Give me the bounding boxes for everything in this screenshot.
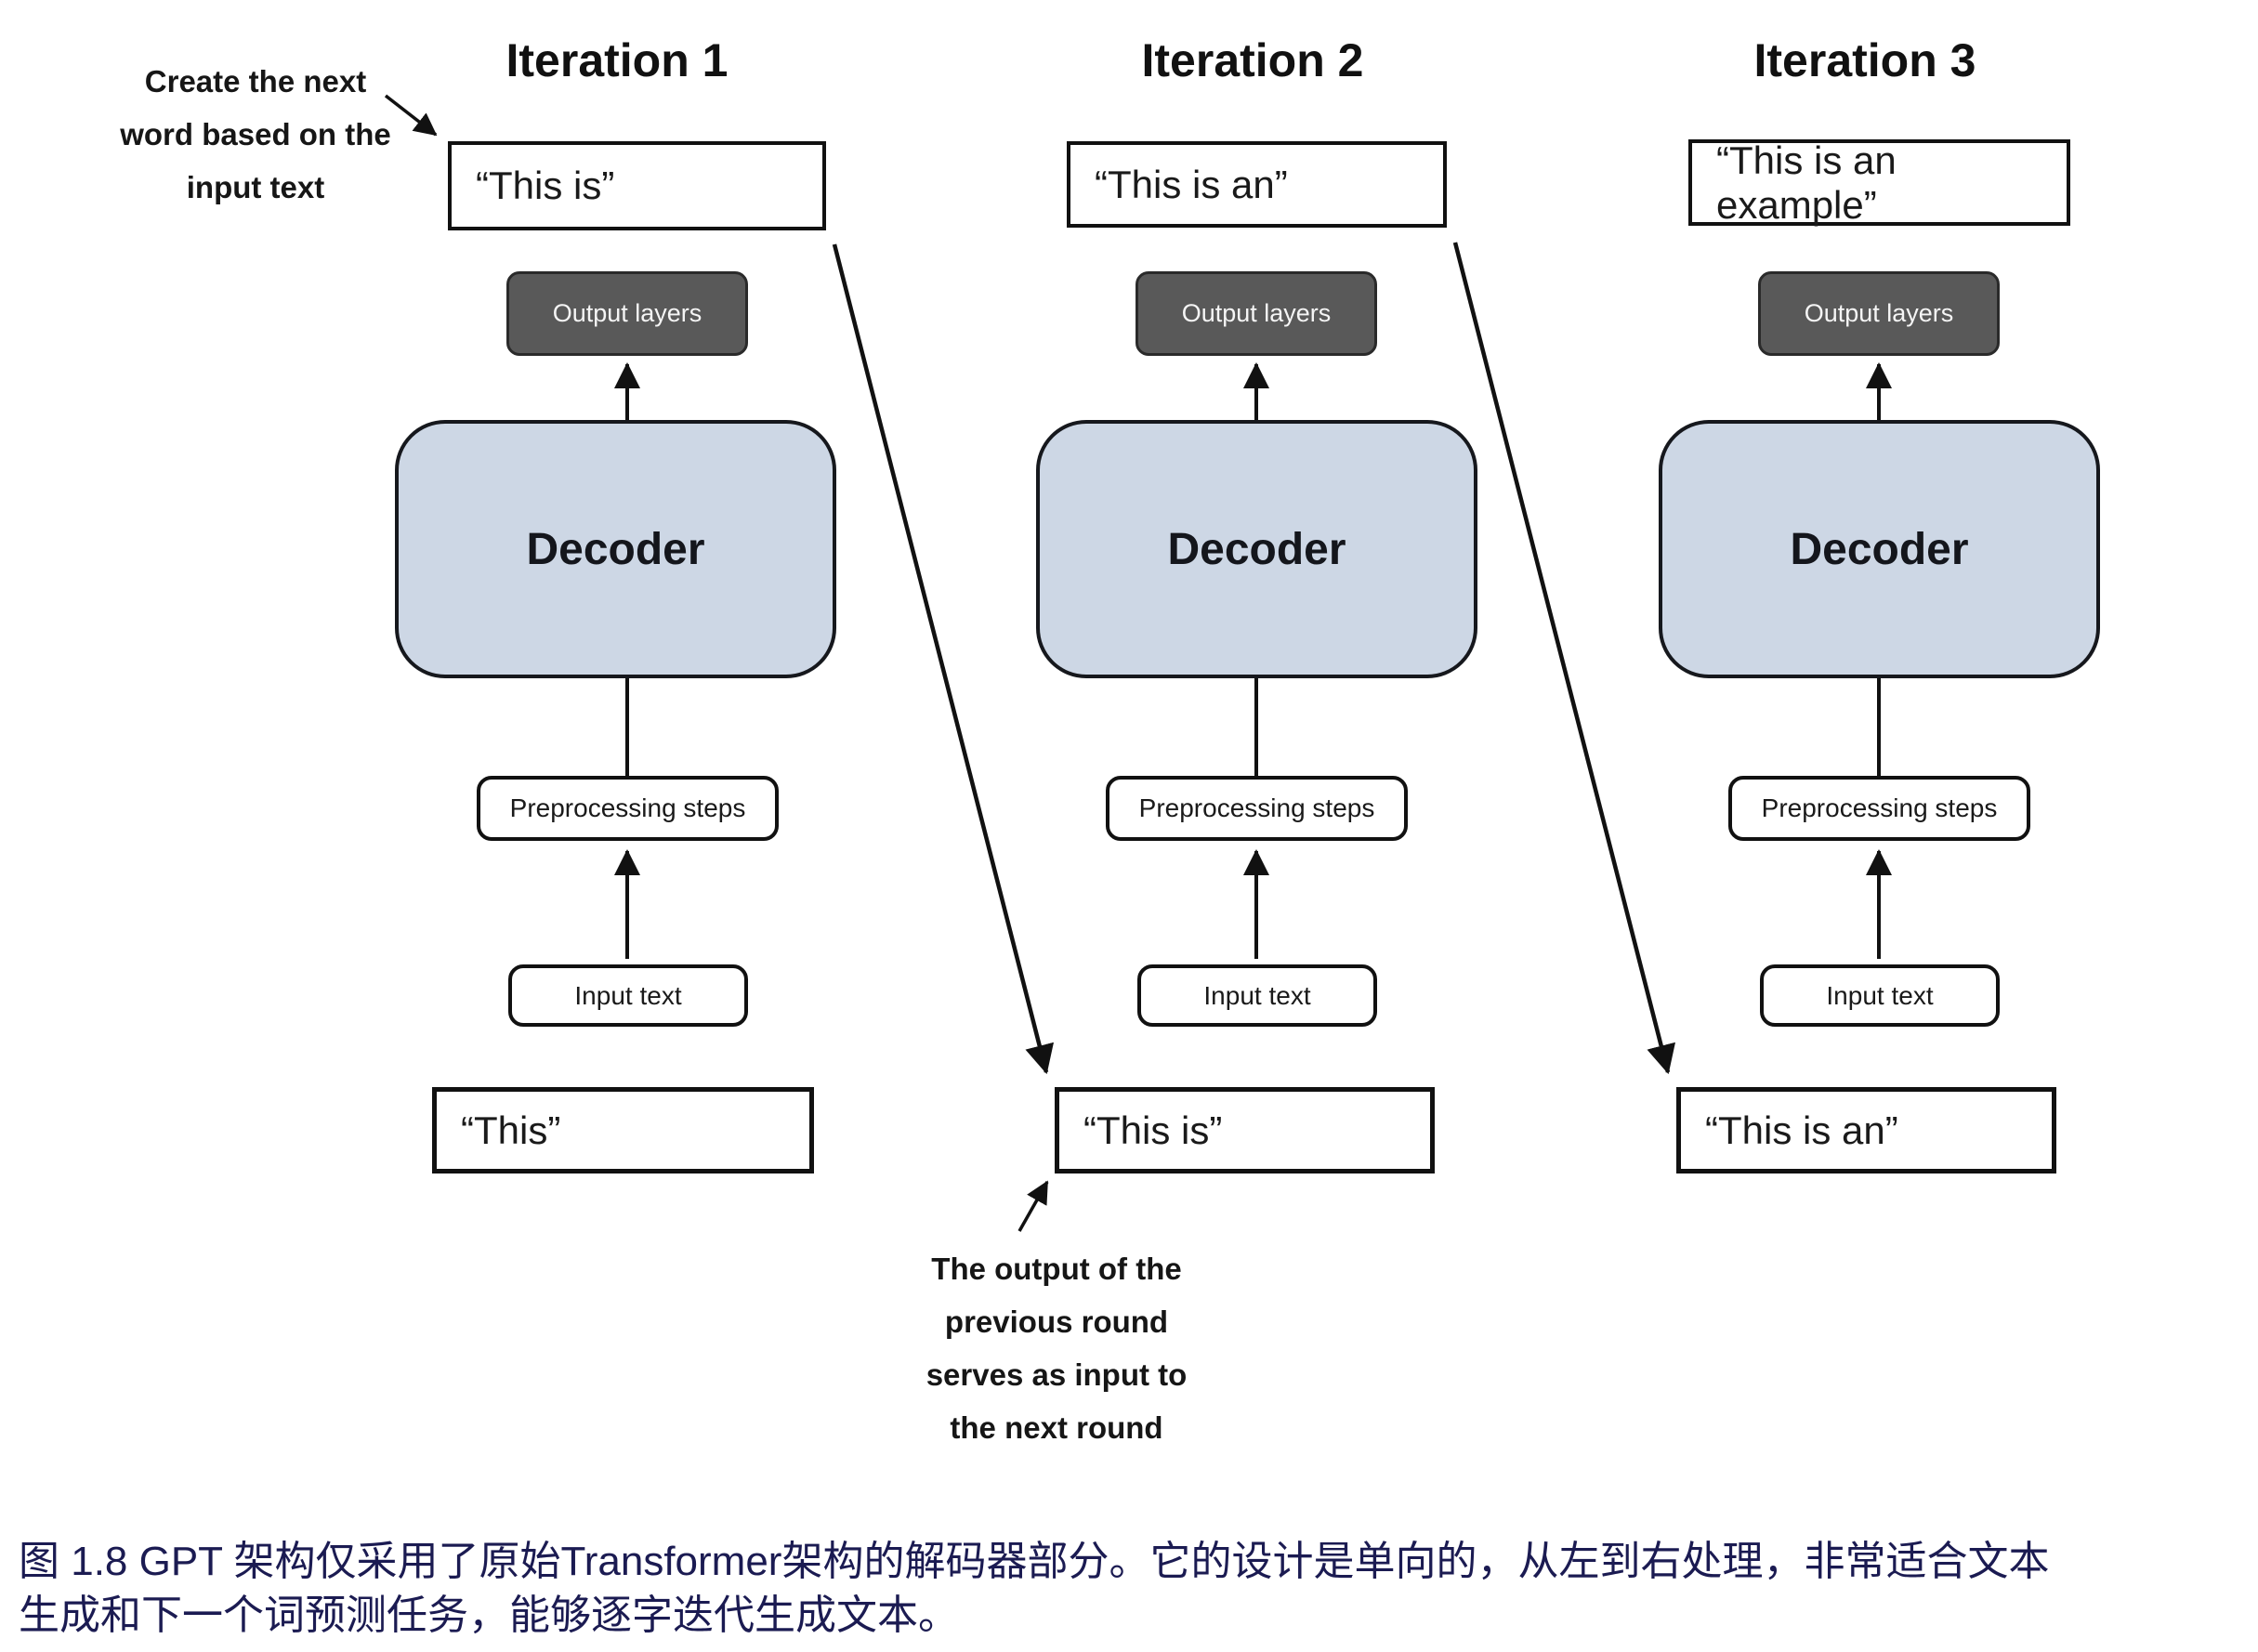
preprocessing-label-3: Preprocessing steps (1761, 793, 1998, 822)
annotation-line: The output of the (931, 1252, 1182, 1286)
input-text-box-2: Input text (1137, 964, 1377, 1027)
diagonal-arrow-iter1-output-to-iter2-input (832, 243, 1055, 1075)
output-layers-label-3: Output layers (1804, 299, 1954, 327)
figure-caption-line-1: 图 1.8 GPT 架构仅采用了原始Transformer架构的解码器部分。它的… (19, 1539, 2050, 1584)
annotation-line: word based on the (120, 117, 391, 151)
output-layers-box-3: Output layers (1758, 271, 2000, 356)
iteration-2-generated-text: “This is an” (1095, 162, 1288, 206)
annotation-line: previous round (944, 1305, 1169, 1339)
preprocessing-label-2: Preprocessing steps (1138, 793, 1375, 822)
output-layers-label-2: Output layers (1181, 299, 1332, 327)
annotation-line: input text (186, 170, 325, 204)
iteration-2-generated-text-box: “This is an” (1067, 141, 1447, 228)
decoder-label-2: Decoder (1167, 524, 1346, 574)
annotation-arrow-output-previous-round (1017, 1180, 1049, 1232)
iteration-1-generated-text-box: “This is” (448, 141, 826, 230)
iteration-2-context-text-box: “This is” (1055, 1087, 1435, 1173)
output-layers-box-1: Output layers (506, 271, 748, 356)
preprocessing-box-3: Preprocessing steps (1728, 776, 2030, 841)
input-text-label-3: Input text (1826, 980, 1934, 1010)
decoder-box-3: Decoder (1659, 420, 2100, 678)
preprocessing-box-2: Preprocessing steps (1106, 776, 1408, 841)
input-text-label-2: Input text (1203, 980, 1311, 1010)
iteration-3-context-text: “This is an” (1705, 1108, 1898, 1152)
input-text-box-1: Input text (508, 964, 748, 1027)
iteration-1-context-text-box: “This” (432, 1087, 814, 1173)
annotation-create-next-word: Create the next word based on the input … (70, 55, 441, 214)
iteration-2-context-text: “This is” (1083, 1108, 1223, 1152)
decoder-label-1: Decoder (526, 524, 705, 574)
preprocessing-label-1: Preprocessing steps (509, 793, 746, 822)
input-text-box-3: Input text (1760, 964, 2000, 1027)
iteration-1-context-text: “This” (461, 1108, 561, 1152)
decoder-label-3: Decoder (1790, 524, 1969, 574)
diagonal-arrow-iter2-output-to-iter3-input (1452, 242, 1675, 1075)
iteration-1-title: Iteration 1 (505, 34, 729, 86)
iteration-3-generated-text: “This is an example” (1716, 138, 1897, 227)
figure-caption-line-2: 生成和下一个词预测任务，能够逐字迭代生成文本。 (19, 1593, 959, 1638)
iteration-1-generated-text: “This is” (476, 164, 615, 207)
figure-caption: 图 1.8 GPT 架构仅采用了原始Transformer架构的解码器部分。它的… (19, 1535, 2249, 1643)
iteration-3-title: Iteration 3 (1753, 34, 1976, 86)
iteration-3-context-text-box: “This is an” (1676, 1087, 2056, 1173)
annotation-line: serves as input to (926, 1357, 1188, 1392)
annotation-line: Create the next (144, 64, 367, 98)
output-layers-box-2: Output layers (1136, 271, 1377, 356)
iteration-3-generated-text-box: “This is an example” (1688, 138, 2070, 227)
annotation-line: the next round (950, 1410, 1163, 1445)
output-layers-label-1: Output layers (552, 299, 702, 327)
decoder-box-2: Decoder (1036, 420, 1477, 678)
annotation-output-previous-round: The output of the previous round serves … (871, 1242, 1242, 1454)
iteration-2-title: Iteration 2 (1141, 34, 1364, 86)
decoder-box-1: Decoder (395, 420, 836, 678)
input-text-label-1: Input text (574, 980, 682, 1010)
preprocessing-box-1: Preprocessing steps (477, 776, 779, 841)
